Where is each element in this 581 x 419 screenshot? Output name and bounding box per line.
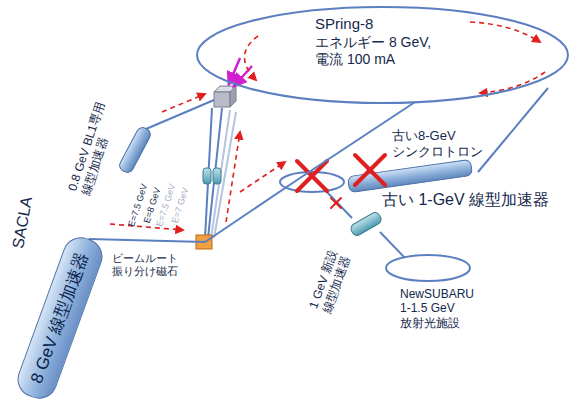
magenta-arrow [234,66,252,86]
injection-block [230,86,236,107]
magnet-label: ビームルート 振り分け磁石 [112,252,192,278]
node-title: SPring-8 [315,15,570,34]
synchrotron-label: 古い8-GeV シンクロトロン [392,128,487,159]
facility-label: NewSUBARU 1-1.5 GeV 放射光施設 [400,287,485,330]
facility-name: SACLA [8,195,36,250]
linac-cylinder: 8 GeV 線型加速器 [12,232,107,404]
beam-transport-line [89,102,415,242]
beam-line [478,88,548,172]
node-body: エネルギー 8 GeV, 電流 100 mA [315,34,443,69]
newsubaru-ring [386,255,470,281]
beam-line [325,190,352,218]
undulator [213,168,221,184]
new-linac-label: 1 GeV 新設 線型加速器 [306,235,359,315]
injection-block [214,92,230,107]
beam-line [380,232,405,258]
storage-ring: SPring-8エネルギー 8 GeV, 電流 100 mA [195,5,570,105]
linac-label: 0.8 GeV BL1専用 線型加速器 [65,83,126,197]
bl1-linac [118,126,153,175]
removed-mark [297,155,385,208]
ring-outline [197,7,568,103]
new-linac [349,211,383,237]
node-title: 8 GeV 線型加速器 [26,250,93,387]
old-linac-label: 古い 1-GeV 線型加速器 [382,190,549,209]
undulator [203,168,211,184]
